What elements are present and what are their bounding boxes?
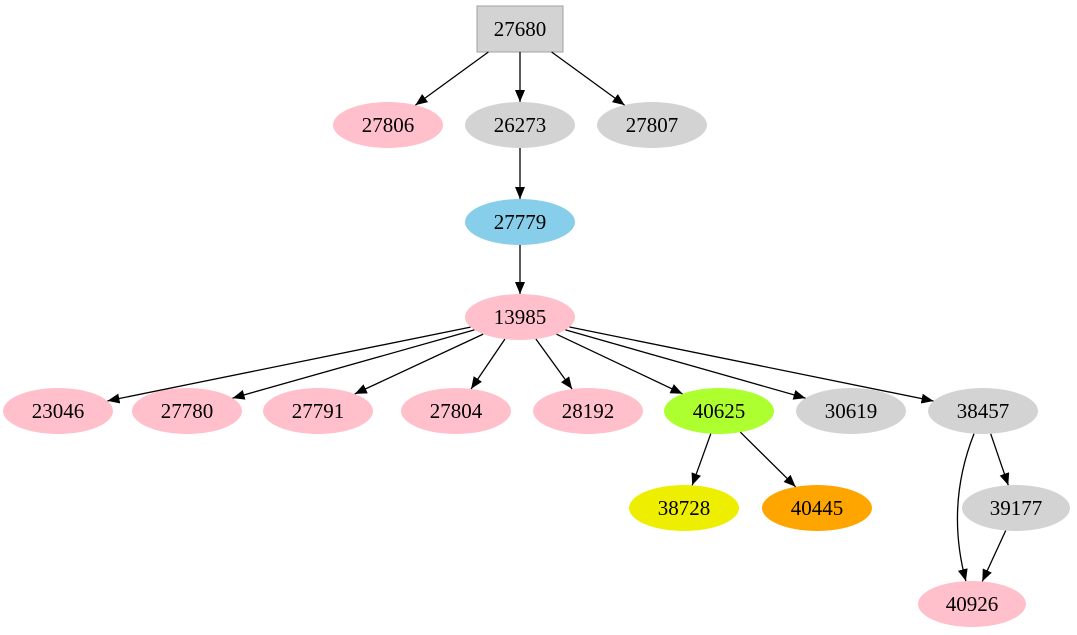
edge-39177-40926 <box>981 530 1007 582</box>
edge-13985-30619 <box>565 329 806 400</box>
edge-13985-27791 <box>354 333 484 395</box>
node-label: 27791 <box>292 399 345 423</box>
node-ellipse-shape <box>762 485 872 531</box>
edge-13985-38457 <box>569 326 934 404</box>
node-ellipse-shape <box>401 388 511 434</box>
node-ellipse-shape <box>465 294 575 340</box>
edge-38457-40926 <box>956 433 975 582</box>
node-label: 30619 <box>825 399 878 423</box>
node-27791: 27791 <box>263 388 373 434</box>
edge-13985-40625 <box>556 333 683 395</box>
node-ellipse-shape <box>3 388 113 434</box>
node-label: 40445 <box>791 496 844 520</box>
node-label: 27804 <box>430 399 483 423</box>
node-27807: 27807 <box>597 102 707 148</box>
edge-27680-27807 <box>551 51 625 106</box>
node-ellipse-shape <box>629 485 739 531</box>
node-ellipse-shape <box>465 199 575 245</box>
node-ellipse-shape <box>796 388 906 434</box>
node-label: 38728 <box>658 496 711 520</box>
node-label: 27806 <box>362 113 415 137</box>
node-label: 28192 <box>562 399 615 423</box>
node-label: 38457 <box>957 399 1010 423</box>
node-38728: 38728 <box>629 485 739 531</box>
node-label: 27780 <box>161 399 214 423</box>
edge-27680-27806 <box>415 51 489 106</box>
edge-40625-40445 <box>739 431 797 488</box>
node-ellipse-shape <box>263 388 373 434</box>
node-ellipse-shape <box>333 102 443 148</box>
node-30619: 30619 <box>796 388 906 434</box>
node-box-shape <box>476 5 564 53</box>
node-label: 23046 <box>32 399 85 423</box>
edge-38457-39177 <box>990 433 1010 486</box>
node-27680: 27680 <box>476 5 564 53</box>
node-ellipse-shape <box>465 102 575 148</box>
node-ellipse-shape <box>928 388 1038 434</box>
node-label: 40625 <box>693 399 746 423</box>
edge-13985-23046 <box>107 326 471 404</box>
node-label: 27779 <box>494 210 547 234</box>
edge-13985-28192 <box>535 338 573 390</box>
edge-40625-38728 <box>691 433 712 486</box>
node-40926: 40926 <box>918 581 1026 627</box>
node-ellipse-shape <box>962 485 1070 531</box>
node-26273: 26273 <box>465 102 575 148</box>
node-ellipse-shape <box>918 581 1026 627</box>
node-38457: 38457 <box>928 388 1038 434</box>
node-28192: 28192 <box>533 388 643 434</box>
node-label: 27680 <box>494 17 547 41</box>
node-27804: 27804 <box>401 388 511 434</box>
node-label: 26273 <box>494 113 547 137</box>
node-40445: 40445 <box>762 485 872 531</box>
node-39177: 39177 <box>962 485 1070 531</box>
edge-13985-27780 <box>232 329 475 400</box>
node-label: 40926 <box>946 592 999 616</box>
node-label: 13985 <box>494 305 547 329</box>
node-label: 39177 <box>990 496 1043 520</box>
node-23046: 23046 <box>3 388 113 434</box>
node-27806: 27806 <box>333 102 443 148</box>
node-label: 27807 <box>626 113 679 137</box>
node-ellipse-shape <box>533 388 643 434</box>
node-ellipse-shape <box>597 102 707 148</box>
node-ellipse-shape <box>664 388 774 434</box>
node-27779: 27779 <box>465 199 575 245</box>
node-27780: 27780 <box>132 388 242 434</box>
node-13985: 13985 <box>465 294 575 340</box>
edge-13985-27804 <box>470 338 506 390</box>
node-40625: 40625 <box>664 388 774 434</box>
node-ellipse-shape <box>132 388 242 434</box>
